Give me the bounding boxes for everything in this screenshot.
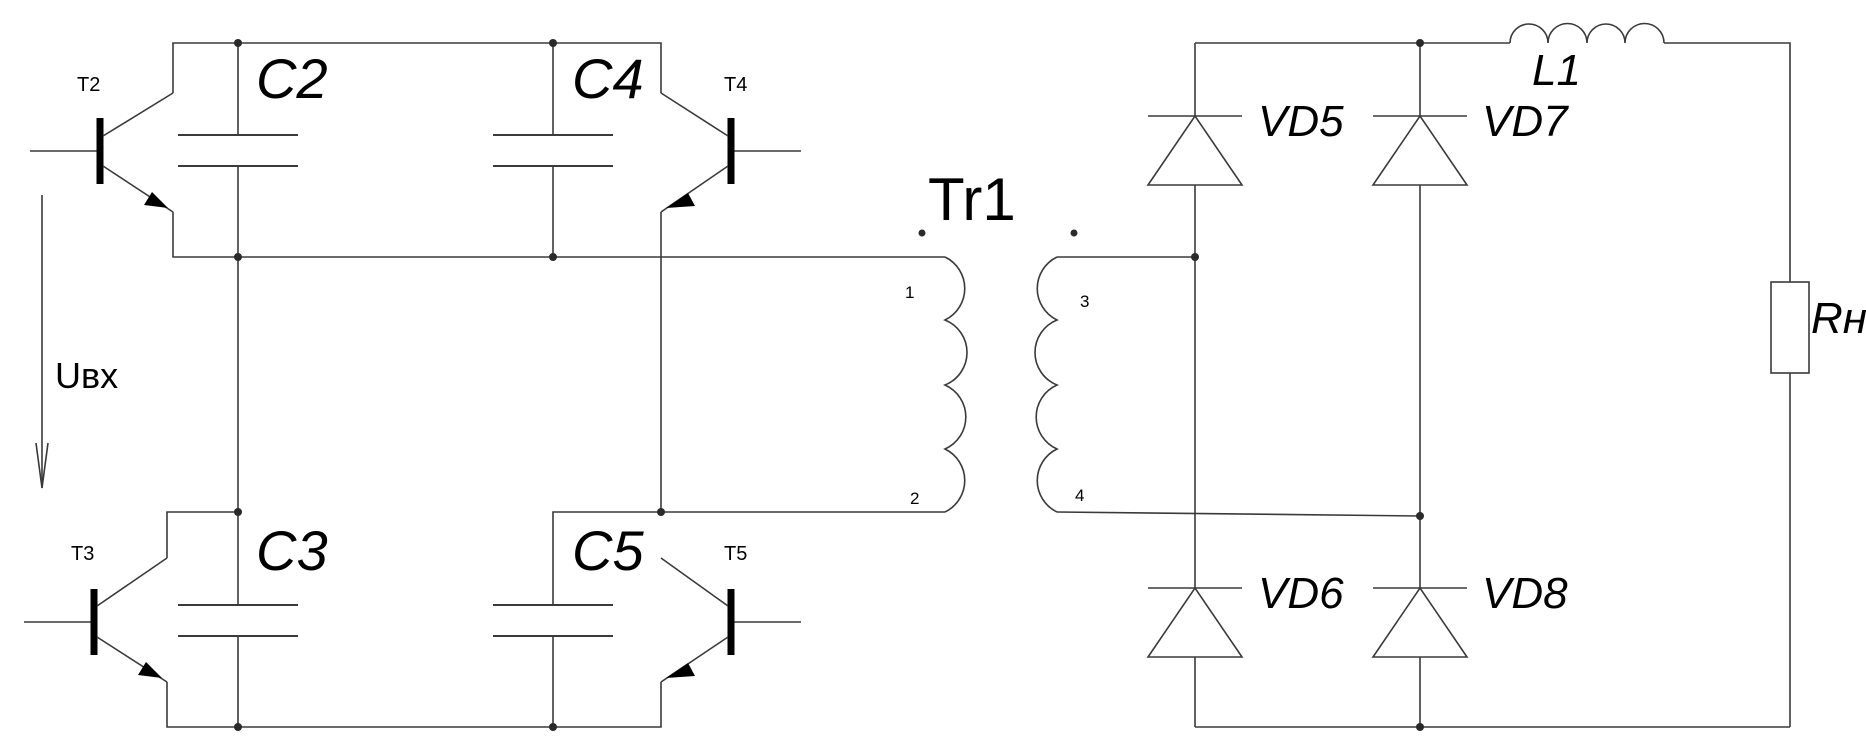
- capacitor-c5: [493, 604, 613, 637]
- transformer-secondary-polarity-dot: [1070, 229, 1078, 237]
- transformer-label: Tr1: [928, 166, 1016, 233]
- input-voltage-label: Uвх: [55, 355, 118, 396]
- diode-vd7-label: VD7: [1482, 97, 1569, 146]
- diode-vd6-label: VD6: [1258, 569, 1344, 618]
- diode-vd5-label: VD5: [1258, 97, 1344, 146]
- diode-vd7: [1371, 114, 1469, 186]
- diode-vd5: [1146, 114, 1244, 186]
- capacitor-c3-label: C3: [256, 519, 328, 582]
- inverter-wiring: [166, 42, 945, 728]
- transformer-pin-2: 2: [910, 489, 919, 508]
- transistor-t5: [660, 557, 801, 683]
- load-resistor: [1770, 281, 1810, 374]
- rectifier-wiring: [1056, 42, 1791, 728]
- capacitor-c5-label: C5: [572, 519, 644, 582]
- load-resistor-label: Rн: [1811, 294, 1866, 343]
- transformer-primary-winding: [942, 256, 968, 513]
- diode-vd8: [1371, 586, 1469, 658]
- capacitor-c3: [178, 604, 298, 637]
- capacitor-c4: [493, 134, 613, 167]
- transformer-primary-polarity-dot: [918, 229, 926, 237]
- capacitor-c4-label: C4: [572, 47, 644, 110]
- inductor-l1: [1509, 22, 1665, 44]
- diode-vd6: [1146, 586, 1244, 658]
- capacitor-c2: [178, 134, 298, 167]
- transistor-t3-label: T3: [71, 543, 94, 565]
- diode-vd8-label: VD8: [1482, 569, 1568, 618]
- transformer-pin-4: 4: [1075, 486, 1084, 505]
- inductor-l1-label: L1: [1532, 46, 1581, 95]
- junction-dots: [234, 39, 1424, 731]
- transistor-t4-label: T4: [724, 74, 747, 96]
- transistor-t2-label: T2: [77, 74, 100, 96]
- transformer-pin-3: 3: [1080, 292, 1089, 311]
- transformer-secondary-winding: [1034, 256, 1060, 513]
- transistor-t2: [30, 92, 174, 213]
- transistor-t5-label: T5: [724, 543, 747, 565]
- transformer-pin-1: 1: [905, 283, 914, 302]
- input-voltage-arrow: [35, 195, 49, 489]
- capacitor-c2-label: C2: [256, 47, 328, 110]
- transistor-t4: [660, 92, 801, 213]
- transistor-t3: [24, 557, 168, 683]
